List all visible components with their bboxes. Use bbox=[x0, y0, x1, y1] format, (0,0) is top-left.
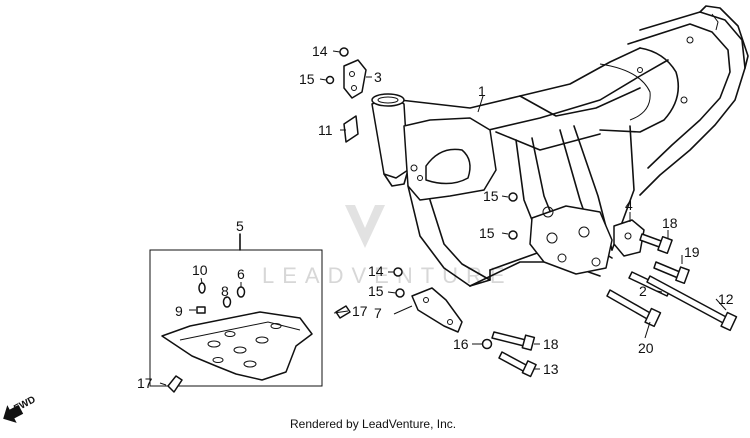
part-3-bracket bbox=[343, 59, 367, 99]
callout-13: 13 bbox=[543, 361, 559, 377]
part-9-rubber bbox=[196, 306, 206, 314]
part-10-bolt bbox=[198, 282, 206, 294]
credit-text: Rendered by LeadVenture, Inc. bbox=[290, 417, 456, 431]
part-20-bolt bbox=[606, 289, 662, 328]
leader-lines bbox=[159, 50, 727, 386]
callout-3: 3 bbox=[374, 69, 382, 85]
callout-17-upper: 17 bbox=[352, 303, 368, 319]
part-18-bolt-upper bbox=[639, 233, 673, 255]
callout-5: 5 bbox=[236, 218, 244, 234]
part-6-bolt bbox=[236, 286, 246, 298]
callout-11: 11 bbox=[318, 122, 333, 138]
callout-20: 20 bbox=[638, 340, 654, 356]
part-15-washer-a bbox=[508, 192, 518, 202]
part-16-washer bbox=[481, 338, 493, 350]
part-15-washer-mid bbox=[395, 288, 405, 298]
watermark-text: LEADVENTURE bbox=[262, 263, 513, 288]
skid-plate-group bbox=[149, 233, 351, 393]
part-11-plate bbox=[343, 115, 359, 143]
callout-numbers: 1 14 15 3 11 15 15 4 18 19 2 12 20 14 15… bbox=[137, 43, 734, 391]
callout-2: 2 bbox=[639, 283, 647, 299]
fwd-indicator: FWD bbox=[3, 394, 38, 423]
part-18-bolt-lower bbox=[491, 331, 536, 351]
callout-10: 10 bbox=[192, 262, 208, 278]
part-17-bolt-lower bbox=[167, 375, 183, 393]
part-13-bolt bbox=[498, 351, 537, 378]
part-12-bolt bbox=[646, 275, 738, 332]
part-14-nut-mid bbox=[393, 267, 403, 277]
callout-7: 7 bbox=[374, 305, 382, 321]
callout-17-lower: 17 bbox=[137, 375, 153, 391]
main-frame bbox=[371, 5, 749, 287]
callout-12: 12 bbox=[718, 291, 734, 307]
callout-4: 4 bbox=[625, 197, 633, 213]
part-15-washer-top bbox=[325, 75, 335, 85]
callout-9: 9 bbox=[175, 303, 183, 319]
callout-14-top: 14 bbox=[312, 43, 328, 59]
callout-8: 8 bbox=[221, 283, 229, 299]
part-14-nut-top bbox=[339, 47, 349, 57]
callout-18-upper: 18 bbox=[662, 215, 678, 231]
fwd-label: FWD bbox=[12, 394, 37, 414]
callout-6: 6 bbox=[237, 266, 245, 282]
callout-15-mid-a: 15 bbox=[483, 188, 499, 204]
part-15-washer-b bbox=[508, 230, 518, 240]
part-skid-plate bbox=[161, 311, 313, 381]
watermark: LEADVENTURE bbox=[262, 205, 513, 288]
part-19-bolt bbox=[653, 261, 690, 285]
callout-15-mid-c: 15 bbox=[368, 283, 384, 299]
callout-19: 19 bbox=[684, 244, 700, 260]
fwd-arrow-icon bbox=[3, 404, 24, 423]
part-7-bracket bbox=[411, 287, 463, 333]
callout-1: 1 bbox=[478, 83, 486, 99]
callout-15-mid-b: 15 bbox=[479, 225, 495, 241]
callout-15-top: 15 bbox=[299, 71, 315, 87]
callout-18-lower: 18 bbox=[543, 336, 559, 352]
callout-16: 16 bbox=[453, 336, 469, 352]
callout-14-mid: 14 bbox=[368, 263, 384, 279]
part-4-bracket bbox=[613, 219, 645, 257]
